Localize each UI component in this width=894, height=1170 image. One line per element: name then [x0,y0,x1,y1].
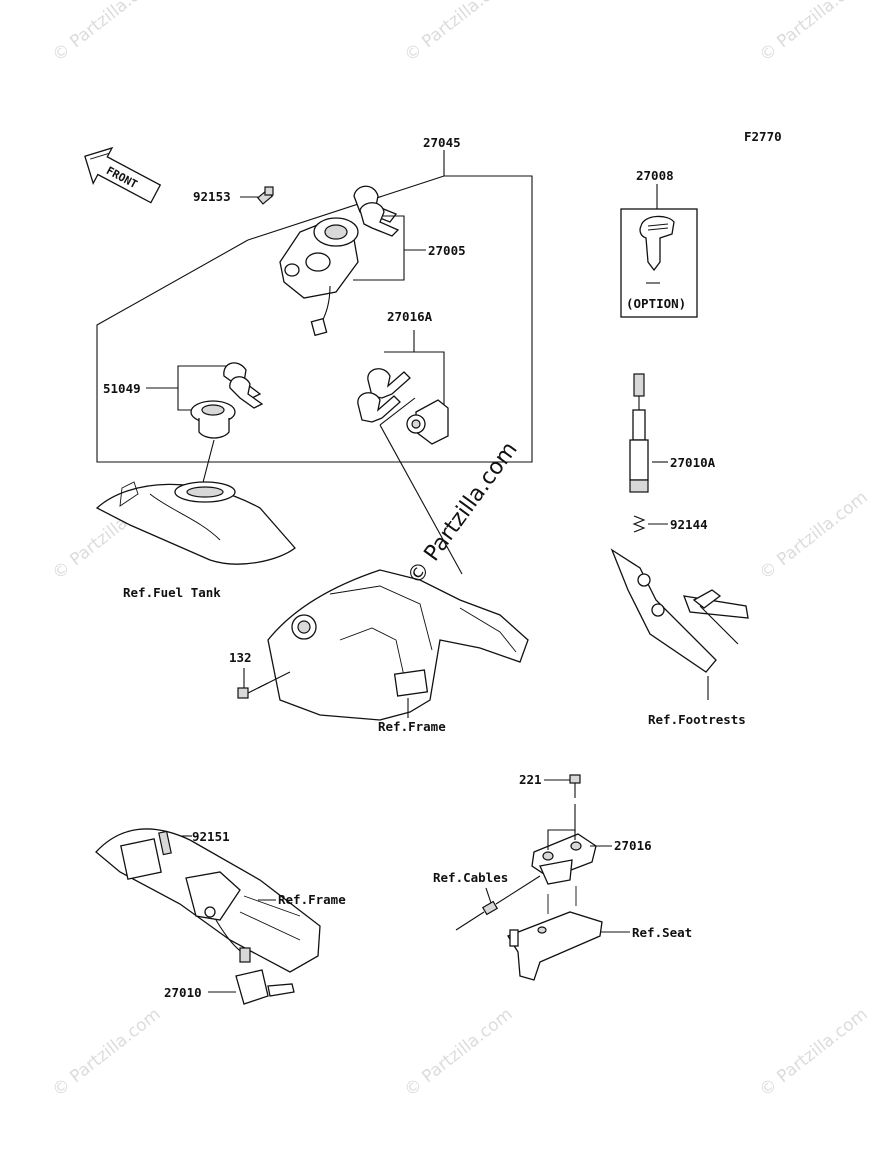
seat-lock [531,833,597,885]
part-number-27016[interactable]: 27016 [614,838,652,853]
seat-bracket [507,886,603,981]
ref-frame-center[interactable]: Ref.Frame [378,719,446,734]
watermark: © Partzilla.com [756,1004,872,1101]
lock-cylinder [406,399,449,445]
watermark-group: © Partzilla.com © Partzilla.com © Partzi… [49,0,872,1101]
ignition-set-outline [96,150,533,463]
key-option-box: (OPTION) [620,208,698,318]
watermark: © Partzilla.com [401,0,517,66]
cable-end [455,875,541,931]
figure-code: F2770 [744,129,782,144]
switch-27010 [215,919,295,1005]
part-number-27045[interactable]: 27045 [423,135,461,150]
part-number-51049[interactable]: 51049 [103,381,141,396]
watermark: © Partzilla.com [49,1004,165,1101]
part-number-27016A[interactable]: 27016A [387,309,433,324]
watermark: © Partzilla.com [756,0,872,66]
part-number-92144[interactable]: 92144 [670,517,708,532]
watermark: © Partzilla.com [401,1004,517,1101]
front-arrow-icon: FRONT [84,146,162,204]
footrest-bracket [610,548,749,673]
ref-frame-bottom[interactable]: Ref.Frame [278,892,346,907]
ref-cables[interactable]: Ref.Cables [433,870,508,885]
part-number-27010A[interactable]: 27010A [670,455,716,470]
fuel-tank [95,481,296,565]
part-number-221[interactable]: 221 [519,772,542,787]
frame-center [267,569,529,721]
ignition-switch [279,185,400,337]
part-number-92153[interactable]: 92153 [193,189,231,204]
ref-footrests[interactable]: Ref.Footrests [648,712,746,727]
ref-seat[interactable]: Ref.Seat [632,925,692,940]
frame-bottom-left [95,828,321,973]
key-option-label: (OPTION) [626,296,686,311]
part-number-27010[interactable]: 27010 [164,985,202,1000]
fuel-cap [190,362,264,439]
part-number-132[interactable]: 132 [229,650,252,665]
part-number-92151[interactable]: 92151 [192,829,230,844]
ref-fuel-tank[interactable]: Ref.Fuel Tank [123,585,221,600]
switch-27010A [629,373,649,533]
screw-221 [569,774,581,798]
bolt-92153 [256,186,274,205]
part-number-27005[interactable]: 27005 [428,243,466,258]
watermark: © Partzilla.com [756,487,872,584]
keys-27016A [357,368,411,423]
watermark-center: © Partzilla.com [403,437,523,589]
part-number-27008[interactable]: 27008 [636,168,674,183]
watermark: © Partzilla.com [49,0,165,66]
